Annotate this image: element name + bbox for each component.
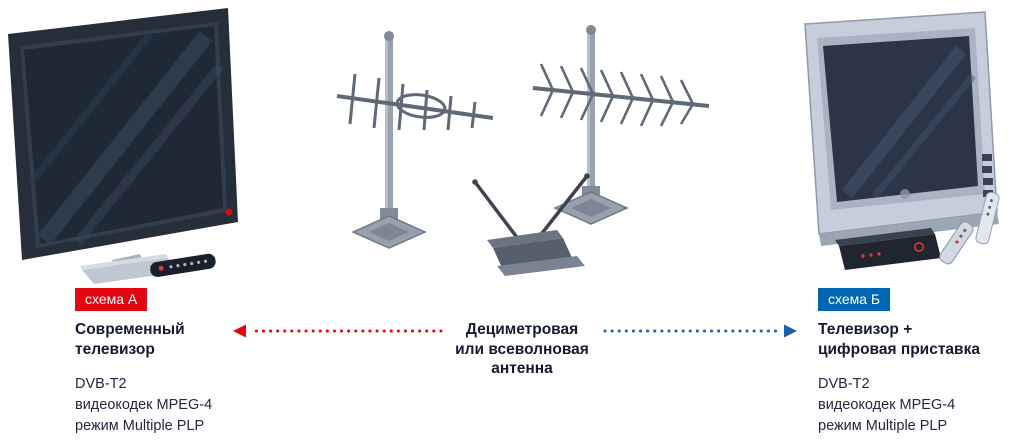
antenna-title-line2: или всеволновая <box>455 340 589 358</box>
antennas-illustration <box>325 10 725 296</box>
scheme-b-badge: схема Б <box>818 288 891 311</box>
crt-tv-illustration <box>785 6 1023 298</box>
outdoor-antenna-1-icon <box>336 31 494 249</box>
arrow-to-scheme-a <box>233 324 445 338</box>
scheme-a-title: Современный телевизор <box>75 320 185 359</box>
scheme-a-spec-mode: режим Multiple PLP <box>75 418 205 434</box>
antennas-icon <box>336 25 710 276</box>
arrow-to-scheme-b <box>601 324 797 338</box>
scheme-b-specs: DVB-T2 видеокодек MPEG-4 режим Multiple … <box>818 374 955 437</box>
scheme-a-title-line2: телевизор <box>75 340 155 358</box>
set-top-box-icon <box>835 228 941 270</box>
crt-remote-2-icon <box>975 191 1000 245</box>
flat-tv-illustration <box>0 4 250 296</box>
scheme-b-spec-codec: видеокодек MPEG-4 <box>818 397 956 413</box>
scheme-a-specs: DVB-T2 видеокодек MPEG-4 режим Multiple … <box>75 374 212 437</box>
scheme-a-spec-standard: DVB-T2 <box>75 376 127 392</box>
antenna-title-line3: антенна <box>491 360 553 377</box>
outdoor-antenna-2-icon <box>532 25 710 225</box>
scheme-b-title-line2: цифровая приставка <box>818 340 980 358</box>
crt-tv-icon <box>804 11 1000 270</box>
scheme-b-spec-mode: режим Multiple PLP <box>818 418 948 434</box>
scheme-a-badge: схема А <box>75 288 148 311</box>
antenna-title: Дециметровая или всеволновая антенна <box>432 320 612 379</box>
crt-remote-1-icon <box>939 221 974 265</box>
scheme-b-title-line1: Телевизор + <box>818 321 913 338</box>
scheme-a-spec-codec: видеокодек MPEG-4 <box>75 397 213 413</box>
indoor-antenna-icon <box>472 173 590 276</box>
flat-tv-icon <box>8 8 238 284</box>
scheme-b-title: Телевизор + цифровая приставка <box>818 320 980 359</box>
remote-control-icon <box>150 253 216 277</box>
scheme-a-title-line1: Современный <box>75 321 185 338</box>
standby-led <box>225 208 233 216</box>
scheme-b-spec-standard: DVB-T2 <box>818 376 870 392</box>
antenna-title-line1: Дециметровая <box>465 321 579 338</box>
